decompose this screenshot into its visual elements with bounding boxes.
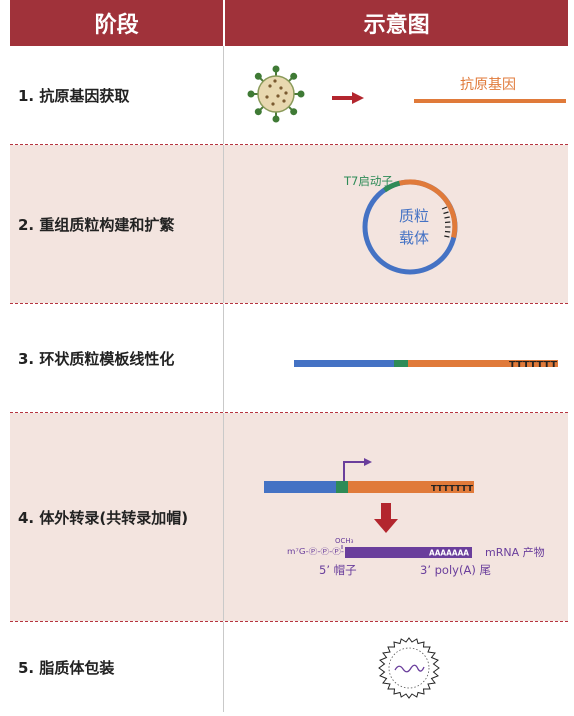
- diagram-cell-3: TTTTTTT: [224, 304, 568, 412]
- tail-label: 3’ poly(A) 尾: [420, 563, 491, 577]
- och3-label: OCH₃: [335, 537, 354, 545]
- row-liposome-packaging: 5. 脂质体包装: [10, 622, 568, 712]
- liposome-membrane: [378, 637, 440, 699]
- poly-a-label: AAAAAAA: [429, 549, 469, 558]
- poly-t-label: TTTTTTT: [509, 360, 558, 369]
- row-divider: [10, 621, 568, 622]
- header-stage: 阶段: [10, 0, 226, 46]
- stage-label-3: 3. 环状质粒模板线性化: [10, 304, 224, 412]
- diagram-cell-4: TTTTTTT OCH₃ m⁷G-Ⓟ-Ⓟ-Ⓟ- AAAAAAA mRNA 产物 …: [224, 413, 568, 621]
- stage-label-1: 1. 抗原基因获取: [10, 46, 224, 144]
- t7-promoter-segment: [394, 360, 408, 367]
- gene-segment: [408, 360, 558, 367]
- mrna-product-label: mRNA 产物: [485, 545, 545, 559]
- row-linearization: 3. 环状质粒模板线性化 TTTTTTT: [10, 304, 568, 412]
- cap-label: 5’ 帽子: [319, 563, 357, 577]
- diagram-cell-5: [224, 622, 568, 712]
- mrna-strand: [394, 664, 425, 673]
- cap-chain-label: m⁷G-Ⓟ-Ⓟ-Ⓟ-: [287, 547, 344, 556]
- row-divider: [10, 144, 568, 145]
- diagram-cell-2: T7启动子 质粒 载体: [224, 145, 568, 303]
- template-backbone: [264, 481, 338, 493]
- linear-template-diagram: TTTTTTT: [294, 360, 558, 369]
- transcription-start-arrow-icon: [343, 458, 372, 481]
- liposome-icon: [378, 637, 440, 699]
- mrna-bar: [345, 547, 472, 558]
- poly-t-arc: [448, 206, 458, 238]
- right-arrow-icon: [332, 92, 364, 104]
- template-gene: [348, 481, 474, 493]
- plasmid-label-line1: 质粒: [399, 207, 429, 225]
- row-divider: [10, 303, 568, 304]
- transcription-diagram: TTTTTTT OCH₃ m⁷G-Ⓟ-Ⓟ-Ⓟ- AAAAAAA mRNA 产物 …: [264, 458, 545, 577]
- template-promoter: [336, 481, 348, 493]
- row-antigen-gene: 1. 抗原基因获取: [10, 46, 568, 144]
- stage-label-4: 4. 体外转录(共转录加帽): [10, 413, 224, 621]
- backbone-segment: [294, 360, 396, 367]
- diagram-cell-1: 抗原基因: [224, 46, 568, 144]
- stage-label-5: 5. 脂质体包装: [10, 622, 224, 712]
- plasmid-diagram: T7启动子 质粒 载体: [343, 174, 458, 275]
- header-diagram: 示意图: [363, 13, 430, 38]
- row-divider: [10, 412, 568, 413]
- poly-t-ticks: [441, 206, 451, 238]
- table-header: 阶段 示意图: [10, 0, 568, 46]
- liposome-diagram: [378, 637, 440, 699]
- promoter-label: T7启动子: [343, 174, 393, 188]
- down-arrow-icon: [374, 503, 398, 533]
- antigen-gene-diagram: 抗原基因: [247, 65, 566, 123]
- plasmid-label-line2: 载体: [399, 229, 429, 247]
- stage-label-2: 2. 重组质粒构建和扩繁: [10, 145, 224, 303]
- t7-promoter-arc: [383, 180, 401, 193]
- template-poly-t: TTTTTTT: [431, 484, 474, 493]
- gene-insert-arc: [398, 179, 453, 209]
- virus-icon: [247, 65, 305, 123]
- stage-table: 阶段 示意图 1. 抗原基因获取: [10, 0, 568, 712]
- row-in-vitro-transcription: 4. 体外转录(共转录加帽) TTTTTTT OCH₃ m⁷G-Ⓟ-Ⓟ-Ⓟ-: [10, 413, 568, 621]
- gene-label: 抗原基因: [460, 76, 516, 93]
- row-plasmid-construction: 2. 重组质粒构建和扩繁 T7启动子 质粒 载体: [10, 145, 568, 303]
